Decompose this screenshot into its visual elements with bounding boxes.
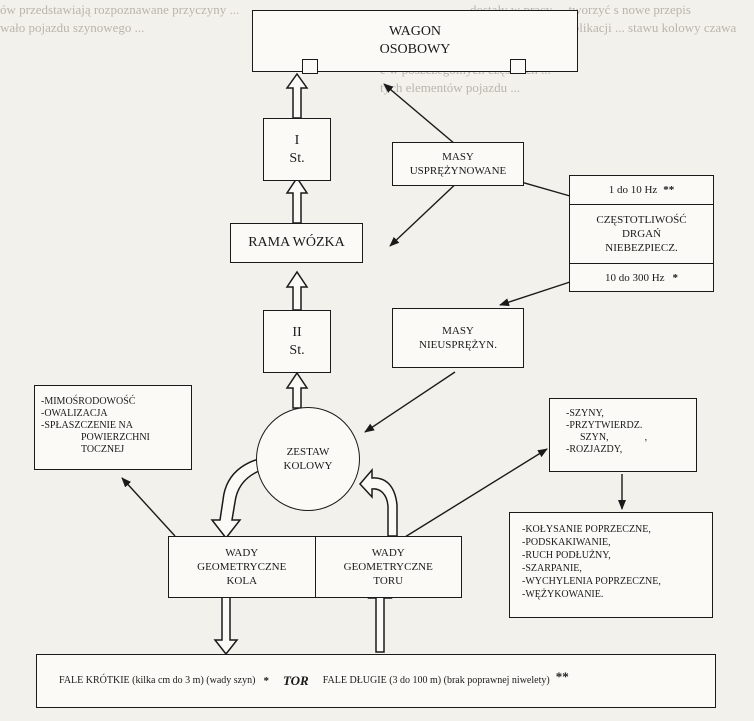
wady-kola-cell: WADY GEOMETRYCZNE KOLA	[169, 537, 316, 597]
background-text-line: ów przedstawiają rozpoznawane przyczyny …	[0, 2, 240, 17]
stage1-suspension-box: I St.	[263, 118, 331, 181]
effect-item: -RUCH PODŁUŻNY,	[522, 550, 611, 561]
track-waves-bar: FALE KRÓTKIE (kilka cm do 3 m) (wady szy…	[36, 654, 716, 708]
wagon-line: OSOBOWY	[379, 42, 451, 57]
masy-nieuspr-line: NIEUSPRĘŻYN.	[419, 339, 497, 351]
masy-uspr-line: MASY	[442, 151, 474, 163]
block-arrow-up	[285, 72, 309, 119]
freq-title-row: CZĘSTOTLIWOŚĆ DRGAŃ NIEBEZPIECZ.	[570, 205, 713, 264]
freq-title-line: DRGAŃ	[621, 228, 662, 240]
masy-nieuspr-line: MASY	[442, 325, 474, 337]
effect-item: -WĘŻYKOWANIE.	[522, 589, 604, 600]
wheel-defect-item: TOCZNEJ	[81, 444, 125, 455]
wagon-box: WAGON OSOBOWY	[252, 10, 578, 72]
rama-wozka-box: RAMA WÓZKA	[230, 223, 363, 263]
wady-toru-line: TORU	[373, 575, 404, 587]
wady-kola-line: WADY	[225, 547, 259, 559]
wheel-defects-box: -MIMOŚRODOWOŚĆ -OWALIZACJA -SPŁASZCZENIE…	[34, 385, 192, 470]
long-waves-label: FALE DŁUGIE (3 do 100 m) (brak poprawnej…	[322, 675, 550, 686]
stage1-line: I	[294, 132, 300, 148]
freq-low-mark: **	[663, 184, 675, 196]
masy-usprezynowane-box: MASY USPRĘŻYNOWANE	[392, 142, 524, 186]
wheel-defect-item: -MIMOŚRODOWOŚĆ	[41, 396, 136, 407]
freq-high-value: 10 do 300 Hz	[604, 272, 665, 284]
block-arrow-up	[285, 371, 309, 409]
arrow-masy-to-zestaw	[364, 371, 456, 433]
wady-kola-line: KOLA	[226, 575, 258, 587]
background-text-line: wało pojazdu szynowego ...	[0, 20, 145, 35]
block-arrow-up	[285, 270, 309, 311]
wady-toru-line: GEOMETRYCZNE	[343, 561, 433, 573]
wheel-defect-item: -SPŁASZCZENIE NA	[41, 420, 133, 431]
zestaw-line: KOLOWY	[283, 460, 333, 472]
wady-toru-cell: WADY GEOMETRYCZNE TORU	[316, 537, 462, 597]
wady-toru-line: WADY	[371, 547, 405, 559]
arrow-toru-to-track-items	[404, 448, 548, 538]
track-items-box: -SZYNY, -PRZYTWIERDZ. SZYN,, -ROZJAZDY,	[549, 398, 697, 472]
wheel-defect-item: POWIERZCHNI	[81, 432, 150, 443]
effect-item: -KOŁYSANIE POPRZECZNE,	[522, 524, 651, 535]
arrow-freq-to-masy-nieuspr	[499, 281, 571, 306]
block-arrow-down	[213, 596, 239, 656]
curved-arrow-right	[358, 467, 398, 537]
masy-uspr-line: USPRĘŻYNOWANE	[409, 165, 507, 177]
wheel-defect-item: -OWALIZACJA	[41, 408, 108, 419]
stage1-line: St.	[289, 150, 305, 166]
arrow-masy-to-wagon	[383, 83, 456, 145]
block-arrow-up	[285, 176, 309, 224]
tor-label: TOR	[282, 673, 309, 688]
arrow-kola-to-defects	[121, 477, 176, 537]
track-item: -ROZJAZDY,	[566, 444, 623, 455]
short-waves-mark: *	[263, 675, 269, 687]
track-item: -PRZYTWIERDZ.	[566, 420, 643, 431]
stage2-line: II	[292, 324, 302, 340]
effect-item: -PODSKAKIWANIE,	[522, 537, 611, 548]
freq-high-row: 10 do 300 Hz *	[570, 264, 713, 292]
short-waves-label: FALE KRÓTKIE (kilka cm do 3 m) (wady szy…	[59, 675, 256, 686]
zestaw-line: ZESTAW	[286, 446, 330, 458]
wagon-bogie-mount	[302, 59, 318, 74]
arrow-masy-to-rama	[389, 177, 463, 247]
background-text-line: tych elementów pojazdu ...	[380, 80, 521, 95]
wady-kola-line: GEOMETRYCZNE	[197, 561, 287, 573]
geometric-defects-box: WADY GEOMETRYCZNE KOLA WADY GEOMETRYCZNE…	[168, 536, 462, 598]
effect-item: -WYCHYLENIA POPRZECZNE,	[522, 576, 661, 587]
freq-low-row: 1 do 10 Hz **	[570, 176, 713, 205]
stage2-suspension-box: II St.	[263, 310, 331, 373]
vehicle-effects-box: -KOŁYSANIE POPRZECZNE, -PODSKAKIWANIE, -…	[509, 512, 713, 618]
zestaw-kolowy-circle: ZESTAW KOLOWY	[256, 407, 360, 511]
track-item: -SZYNY,	[566, 408, 604, 419]
freq-low-value: 1 do 10 Hz	[608, 184, 658, 196]
wagon-bogie-mount	[510, 59, 526, 74]
masy-nieusprezynowane-box: MASY NIEUSPRĘŻYN.	[392, 308, 524, 368]
effect-item: -SZARPANIE,	[522, 563, 582, 574]
frequency-box: 1 do 10 Hz ** CZĘSTOTLIWOŚĆ DRGAŃ NIEBEZ…	[569, 175, 714, 292]
curved-arrow-left	[210, 455, 277, 540]
rama-label: RAMA WÓZKA	[248, 235, 345, 250]
freq-title-line: NIEBEZPIECZ.	[605, 242, 678, 254]
freq-title-line: CZĘSTOTLIWOŚĆ	[596, 214, 687, 226]
track-item: SZYN,,	[580, 432, 648, 443]
freq-high-mark: *	[672, 272, 679, 284]
stage2-line: St.	[289, 342, 305, 358]
wagon-line: WAGON	[388, 24, 442, 39]
long-waves-mark: **	[555, 669, 569, 684]
